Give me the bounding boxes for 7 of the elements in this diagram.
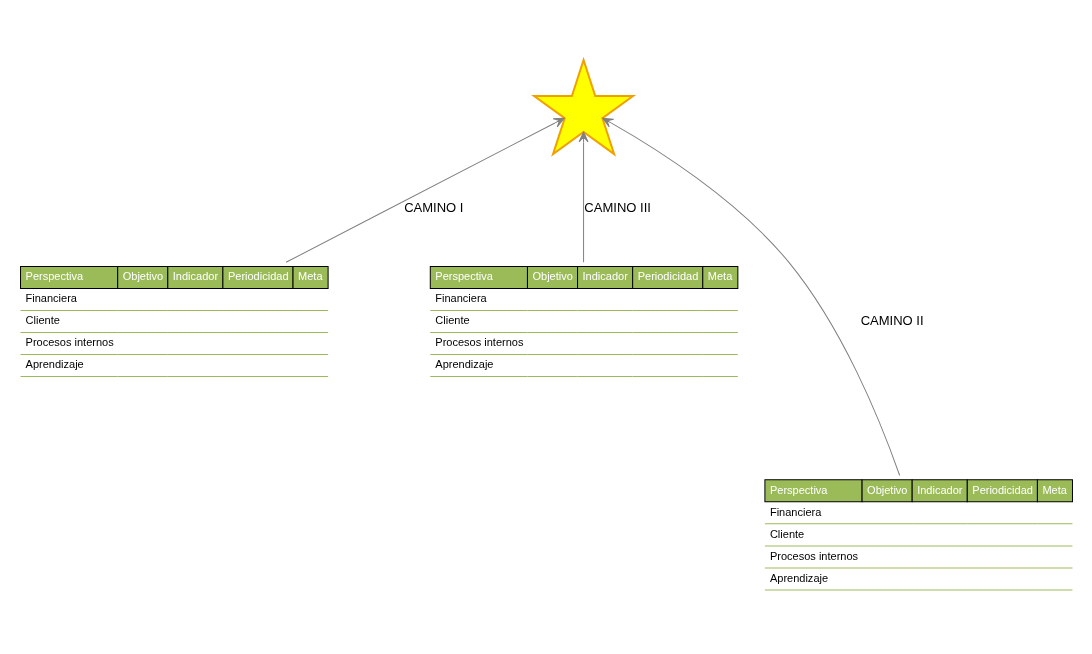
edge-label: CAMINO II: [860, 312, 924, 328]
arrow: [285, 117, 565, 263]
edge-label: CAMINO I: [404, 199, 464, 215]
edge-label: CAMINO III: [584, 199, 651, 215]
arrow: [578, 131, 589, 263]
node-star: [531, 56, 637, 157]
arrow: [602, 117, 901, 477]
